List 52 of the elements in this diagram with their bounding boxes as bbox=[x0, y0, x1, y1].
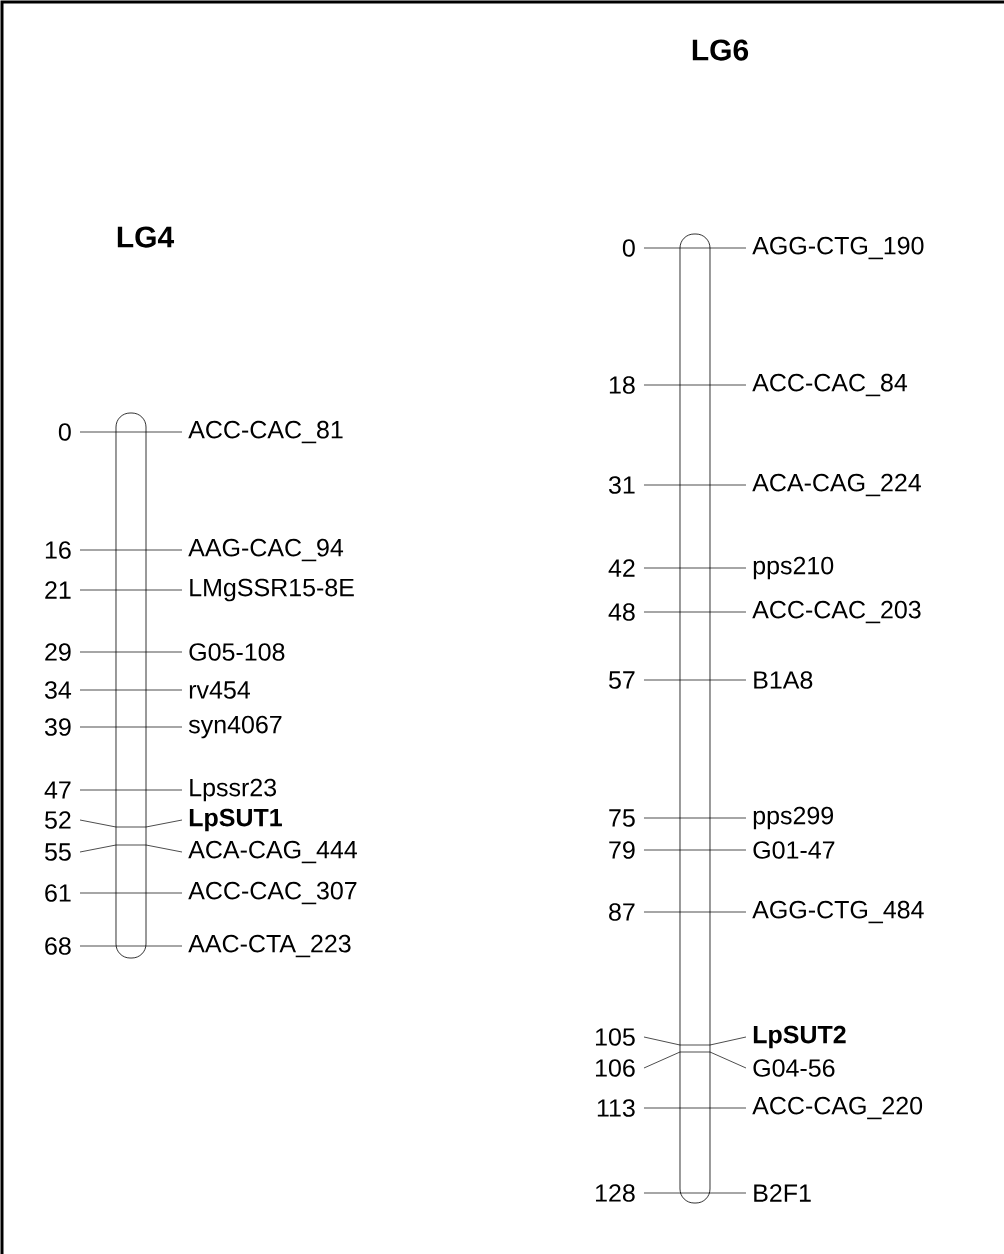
marker-label: ACC-CAC_81 bbox=[188, 420, 343, 444]
position-label: 42 bbox=[608, 559, 635, 577]
position-label: 48 bbox=[608, 603, 635, 621]
position-label: 31 bbox=[608, 476, 635, 494]
marker-label: B1A8 bbox=[754, 671, 813, 689]
marker-label: ACC-CAC_84 bbox=[752, 373, 908, 397]
position-label: 55 bbox=[45, 843, 71, 861]
position-label: 52 bbox=[45, 811, 71, 829]
position-label: 87 bbox=[609, 903, 635, 921]
position-label: 34 bbox=[44, 681, 72, 699]
marker-label: ACC-CAG_220 bbox=[752, 1096, 923, 1120]
marker-label: B2F1 bbox=[754, 1184, 811, 1202]
marker-label: rv454 bbox=[189, 681, 250, 699]
position-label: 61 bbox=[45, 884, 71, 902]
marker-label: G01-47 bbox=[753, 841, 835, 859]
marker-label: AAG-CAC_94 bbox=[188, 538, 344, 562]
position-label: 106 bbox=[596, 1059, 635, 1077]
marker-label: LMgSSR15-8E bbox=[190, 578, 354, 602]
position-label: 16 bbox=[45, 541, 71, 559]
position-label: 79 bbox=[609, 841, 635, 859]
marker-label: Lpssr23 bbox=[190, 778, 276, 802]
marker-label: G05-108 bbox=[189, 643, 285, 661]
position-label: 47 bbox=[44, 781, 71, 799]
chromosome-title: LG6 bbox=[692, 39, 749, 61]
position-label: 0 bbox=[622, 239, 635, 257]
position-label: 75 bbox=[609, 809, 635, 827]
marker-label: ACA-CAG_224 bbox=[752, 473, 921, 497]
position-label: 18 bbox=[609, 376, 635, 394]
position-label: 128 bbox=[596, 1184, 635, 1202]
chromosome-bar bbox=[115, 412, 147, 959]
marker-label: LpSUT2 bbox=[753, 1025, 846, 1049]
marker-label: LpSUT1 bbox=[189, 808, 282, 832]
marker-label: G04-56 bbox=[753, 1059, 835, 1077]
marker-label: AGG-CTG_484 bbox=[752, 900, 924, 924]
position-label: 0 bbox=[58, 423, 71, 441]
position-label: 113 bbox=[597, 1099, 635, 1117]
position-label: 39 bbox=[44, 718, 71, 736]
marker-label: pps299 bbox=[753, 806, 833, 830]
position-label: 57 bbox=[609, 671, 635, 689]
marker-label: pps210 bbox=[753, 556, 834, 580]
position-label: 68 bbox=[45, 937, 71, 955]
marker-label: syn4067 bbox=[188, 715, 282, 739]
marker-label: ACC-CAC_307 bbox=[188, 881, 357, 905]
chromosome-bar bbox=[679, 233, 711, 1204]
marker-label: ACC-CAC_203 bbox=[752, 600, 921, 624]
marker-label: AAC-CTA_223 bbox=[188, 934, 351, 958]
position-label: 21 bbox=[45, 581, 71, 599]
marker-label: AGG-CTG_190 bbox=[752, 236, 924, 260]
position-label: 29 bbox=[45, 643, 71, 661]
chromosome-title: LG4 bbox=[117, 226, 175, 248]
position-label: 105 bbox=[596, 1028, 635, 1046]
marker-label: ACA-CAG_444 bbox=[188, 840, 357, 864]
